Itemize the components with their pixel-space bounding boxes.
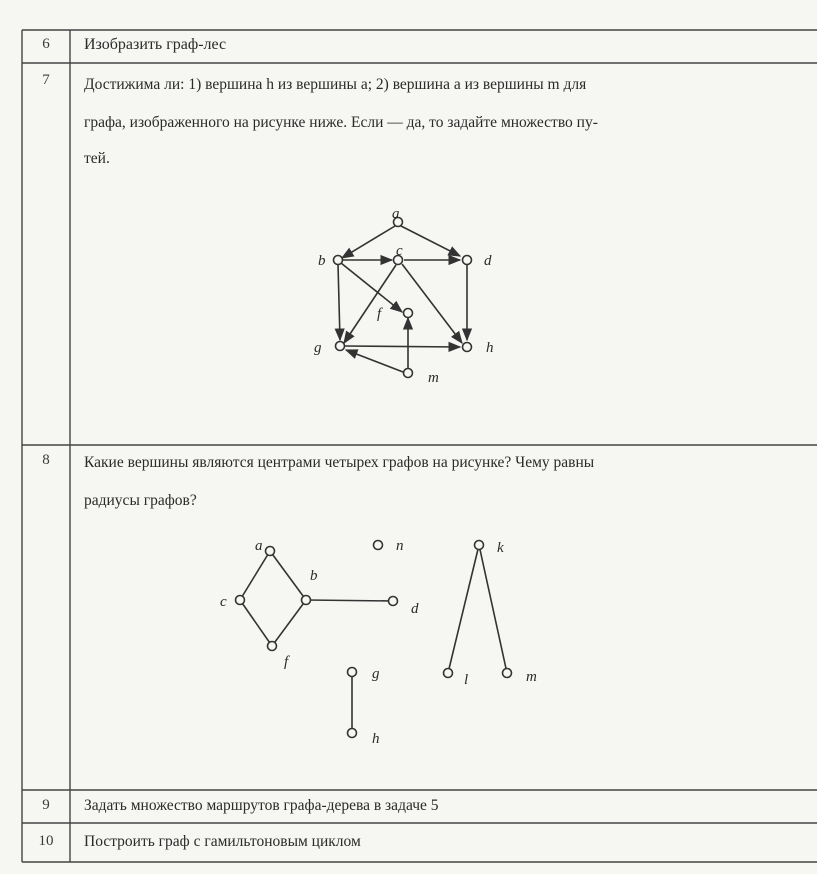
- graph2-labels: a b c d f n g h k l m: [220, 538, 537, 747]
- graph2-edge-a-c: [239, 550, 271, 601]
- graph1-node-d: [461, 254, 473, 266]
- graph1-node-c: [392, 254, 404, 266]
- graph2-edge-c-f: [239, 599, 273, 647]
- graph2-node-m: [501, 667, 513, 679]
- graph1-edge-c-g: [343, 264, 397, 345]
- graph2-edge-b-d: [305, 599, 394, 602]
- graph2-label-l: l: [464, 672, 468, 688]
- graph2-label-h: h: [372, 731, 380, 747]
- graph1-edge-a-d: [400, 225, 462, 257]
- graph1-edge-a-b: [340, 225, 396, 259]
- row-8-text-line-2: радиусы графов?: [84, 492, 197, 509]
- graph2-label-f: f: [284, 654, 290, 670]
- four-graphs-figure: a b c d f n g h k l m: [220, 538, 537, 747]
- graph2-label-m: m: [526, 669, 537, 685]
- graph1-label-m: m: [428, 370, 439, 386]
- graph2-node-k: [473, 539, 485, 551]
- row-6-number: 6: [42, 36, 50, 52]
- graph1-label-b: b: [318, 253, 326, 269]
- graph1-labels: a b c d f g h m: [314, 206, 494, 386]
- graph1-edge-b-f: [340, 262, 403, 313]
- row-10-text: Построить граф с гамильтоновым циклом: [84, 833, 361, 850]
- graph2-label-k: k: [497, 540, 504, 556]
- graph2-label-n: n: [396, 538, 404, 554]
- graph2-label-c: c: [220, 594, 227, 610]
- graph1-node-h: [461, 341, 473, 353]
- row-7-number: 7: [42, 72, 50, 88]
- graph1-label-g: g: [314, 340, 322, 356]
- graph2-edge-k-m: [478, 544, 508, 674]
- graph1-label-d: d: [484, 253, 492, 269]
- graph2-edges: [239, 544, 508, 733]
- graph1-edge-b-g: [334, 263, 345, 342]
- graph2-node-g: [346, 666, 358, 678]
- graph2-node-h: [346, 727, 358, 739]
- graph1-node-g: [334, 340, 346, 352]
- row-10-number: 10: [38, 833, 54, 849]
- graph1-node-f: [402, 307, 414, 319]
- graph2-nodes: [234, 539, 513, 739]
- graph1-label-c: c: [396, 243, 403, 259]
- row-8-text-line-1: Какие вершины являются центрами четырех …: [84, 454, 595, 471]
- graph2-node-l: [442, 667, 454, 679]
- graph2-node-n: [372, 539, 384, 551]
- graph2-node-a: [264, 545, 276, 557]
- graph1-label-f: f: [377, 306, 383, 322]
- row-9-text: Задать множество маршрутов графа-дерева …: [84, 797, 439, 814]
- graph2-label-b: b: [310, 568, 318, 584]
- graph1-edge-g-h: [344, 341, 462, 353]
- graph1-nodes: [332, 216, 473, 379]
- row-7-text-line-3: тей.: [84, 150, 110, 167]
- graph1-node-a: [392, 216, 404, 228]
- graph2-edge-b-f: [271, 599, 307, 647]
- graph2-node-c: [234, 594, 246, 606]
- graph2-node-d: [387, 595, 399, 607]
- graph1-label-h: h: [486, 340, 494, 356]
- graph2-node-f: [266, 640, 278, 652]
- graph2-edge-a-b: [269, 550, 307, 601]
- graph1-edges: [334, 225, 473, 373]
- row-7-text-line-2: графа, изображенного на рисунке ниже. Ес…: [84, 114, 598, 131]
- graph2-label-d: d: [411, 601, 419, 617]
- graph1-edge-c-h: [401, 263, 463, 345]
- graph1-label-a: a: [392, 206, 400, 222]
- graph1-node-m: [402, 367, 414, 379]
- graph2-label-a: a: [255, 538, 263, 554]
- graph2-label-g: g: [372, 666, 380, 682]
- graph1-node-b: [332, 254, 344, 266]
- graph2-node-b: [300, 594, 312, 606]
- graph2-edge-k-l: [447, 544, 480, 674]
- directed-graph-figure: a b c d f g h m: [314, 206, 494, 386]
- row-6-text: Изобразить граф-лес: [84, 36, 227, 53]
- graph1-edge-m-g: [344, 349, 404, 373]
- row-7-text-line-1: Достижима ли: 1) вершина h из вершины a;…: [84, 76, 587, 93]
- row-8-number: 8: [42, 452, 50, 468]
- row-9-number: 9: [42, 797, 50, 813]
